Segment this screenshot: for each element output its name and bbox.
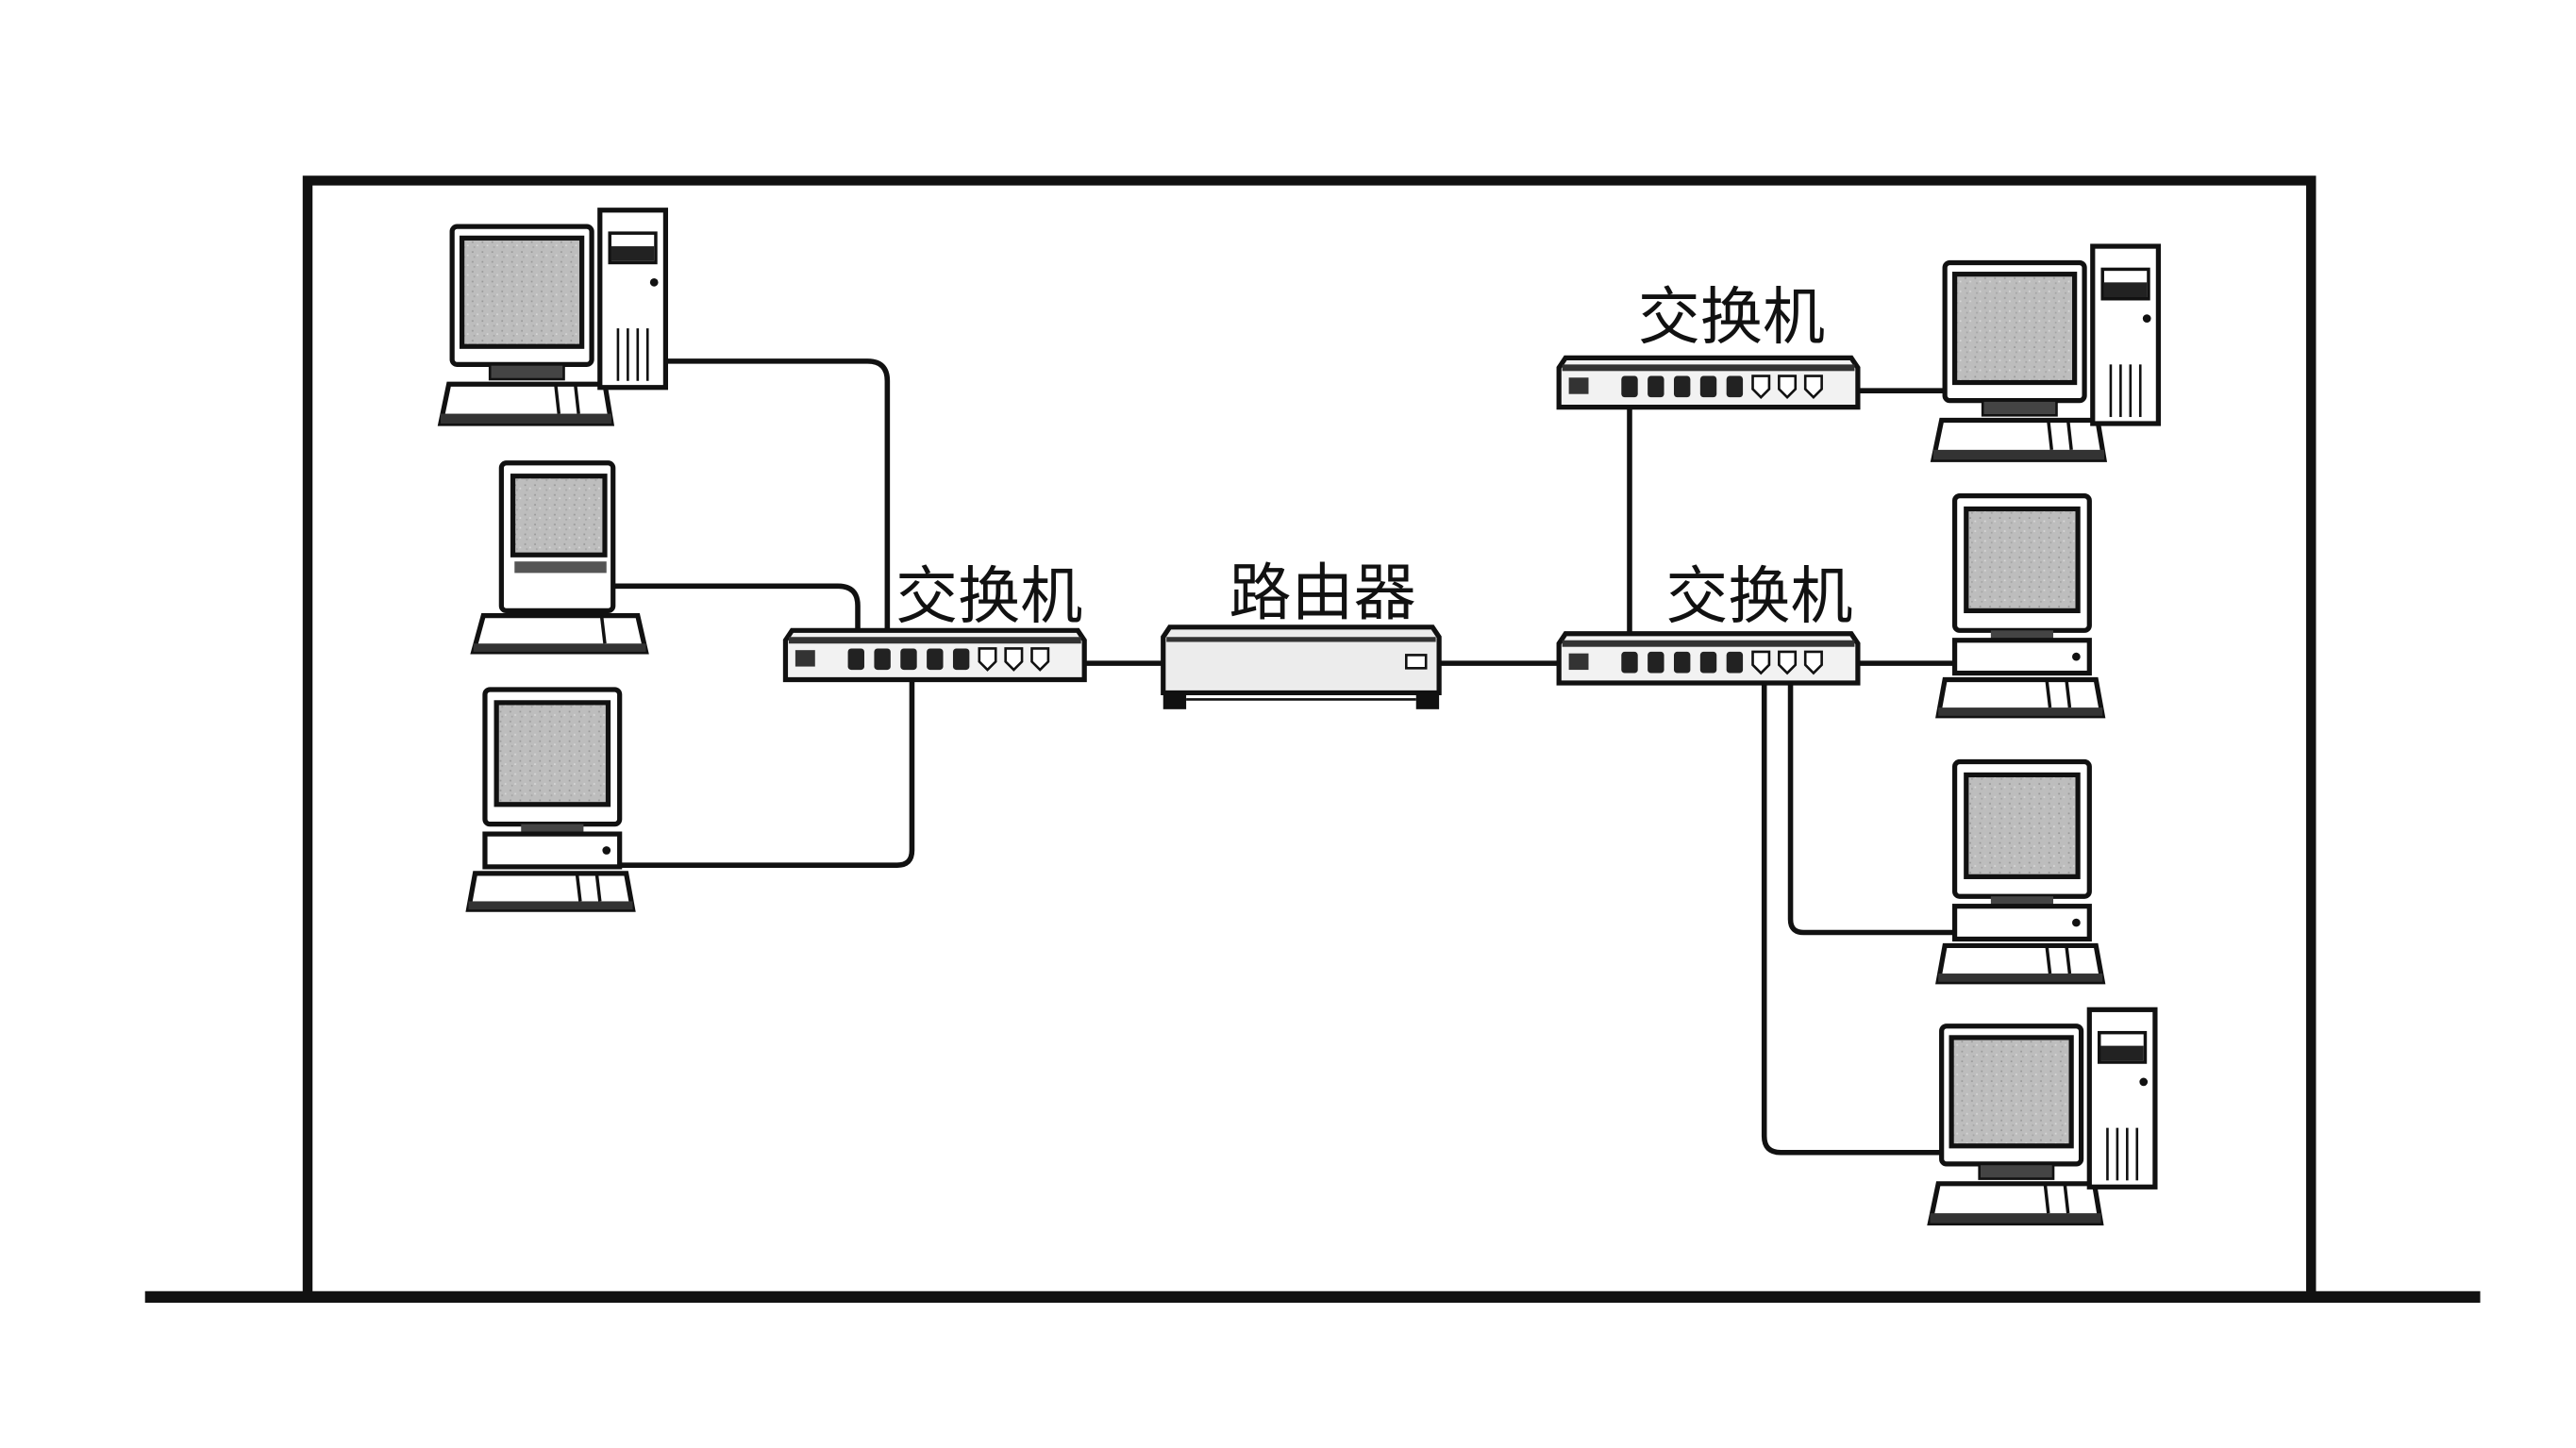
computer-tower-icon	[1930, 1009, 2154, 1223]
cable-bottom-switch-pc7	[1761, 663, 1947, 1156]
left-switch-label: 交换机	[895, 559, 1082, 632]
router-label: 路由器	[1229, 557, 1415, 629]
cable-pc1-left-switch	[665, 358, 891, 654]
right-bottom-switch-icon	[1559, 634, 1858, 683]
cables	[612, 358, 1955, 1156]
cable-pc2-left-switch	[612, 583, 861, 654]
right-top-switch-icon	[1559, 358, 1858, 407]
computer-tower-icon	[441, 210, 665, 424]
computer-compact-icon	[474, 463, 646, 652]
router-icon	[1163, 627, 1439, 709]
right-top-switch-label: 交换机	[1638, 281, 1825, 354]
computer-tower-icon	[1933, 246, 2158, 459]
computer-desktop-icon	[1938, 762, 2102, 982]
computer-desktop-icon	[1938, 496, 2102, 716]
right-bottom-switch-label: 交换机	[1665, 559, 1852, 632]
room-frame	[144, 175, 2481, 1303]
left-switch-icon	[785, 630, 1084, 679]
cable-pc3-left-switch	[612, 653, 915, 868]
computer-desktop-icon	[469, 690, 633, 909]
cable-bottom-switch-pc6	[1787, 663, 1955, 936]
